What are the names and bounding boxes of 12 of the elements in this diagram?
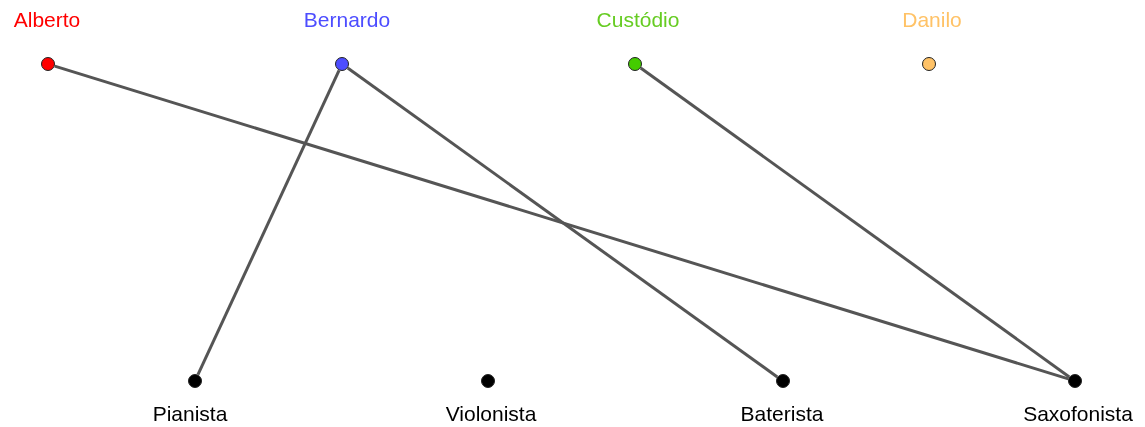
connector-line xyxy=(346,66,779,379)
point-label: Danilo xyxy=(902,8,962,32)
point-label: Violonista xyxy=(445,402,537,426)
connector-line xyxy=(54,64,1069,381)
connector-line xyxy=(196,69,341,376)
point-label: Alberto xyxy=(13,8,81,32)
connector-line xyxy=(639,66,1071,379)
point-label: Bernardo xyxy=(303,8,391,32)
point-label: Saxofonista xyxy=(1023,402,1133,426)
point-label: Pianista xyxy=(152,402,228,426)
point-label: Baterista xyxy=(740,402,824,426)
point-label: Custódio xyxy=(596,8,680,32)
